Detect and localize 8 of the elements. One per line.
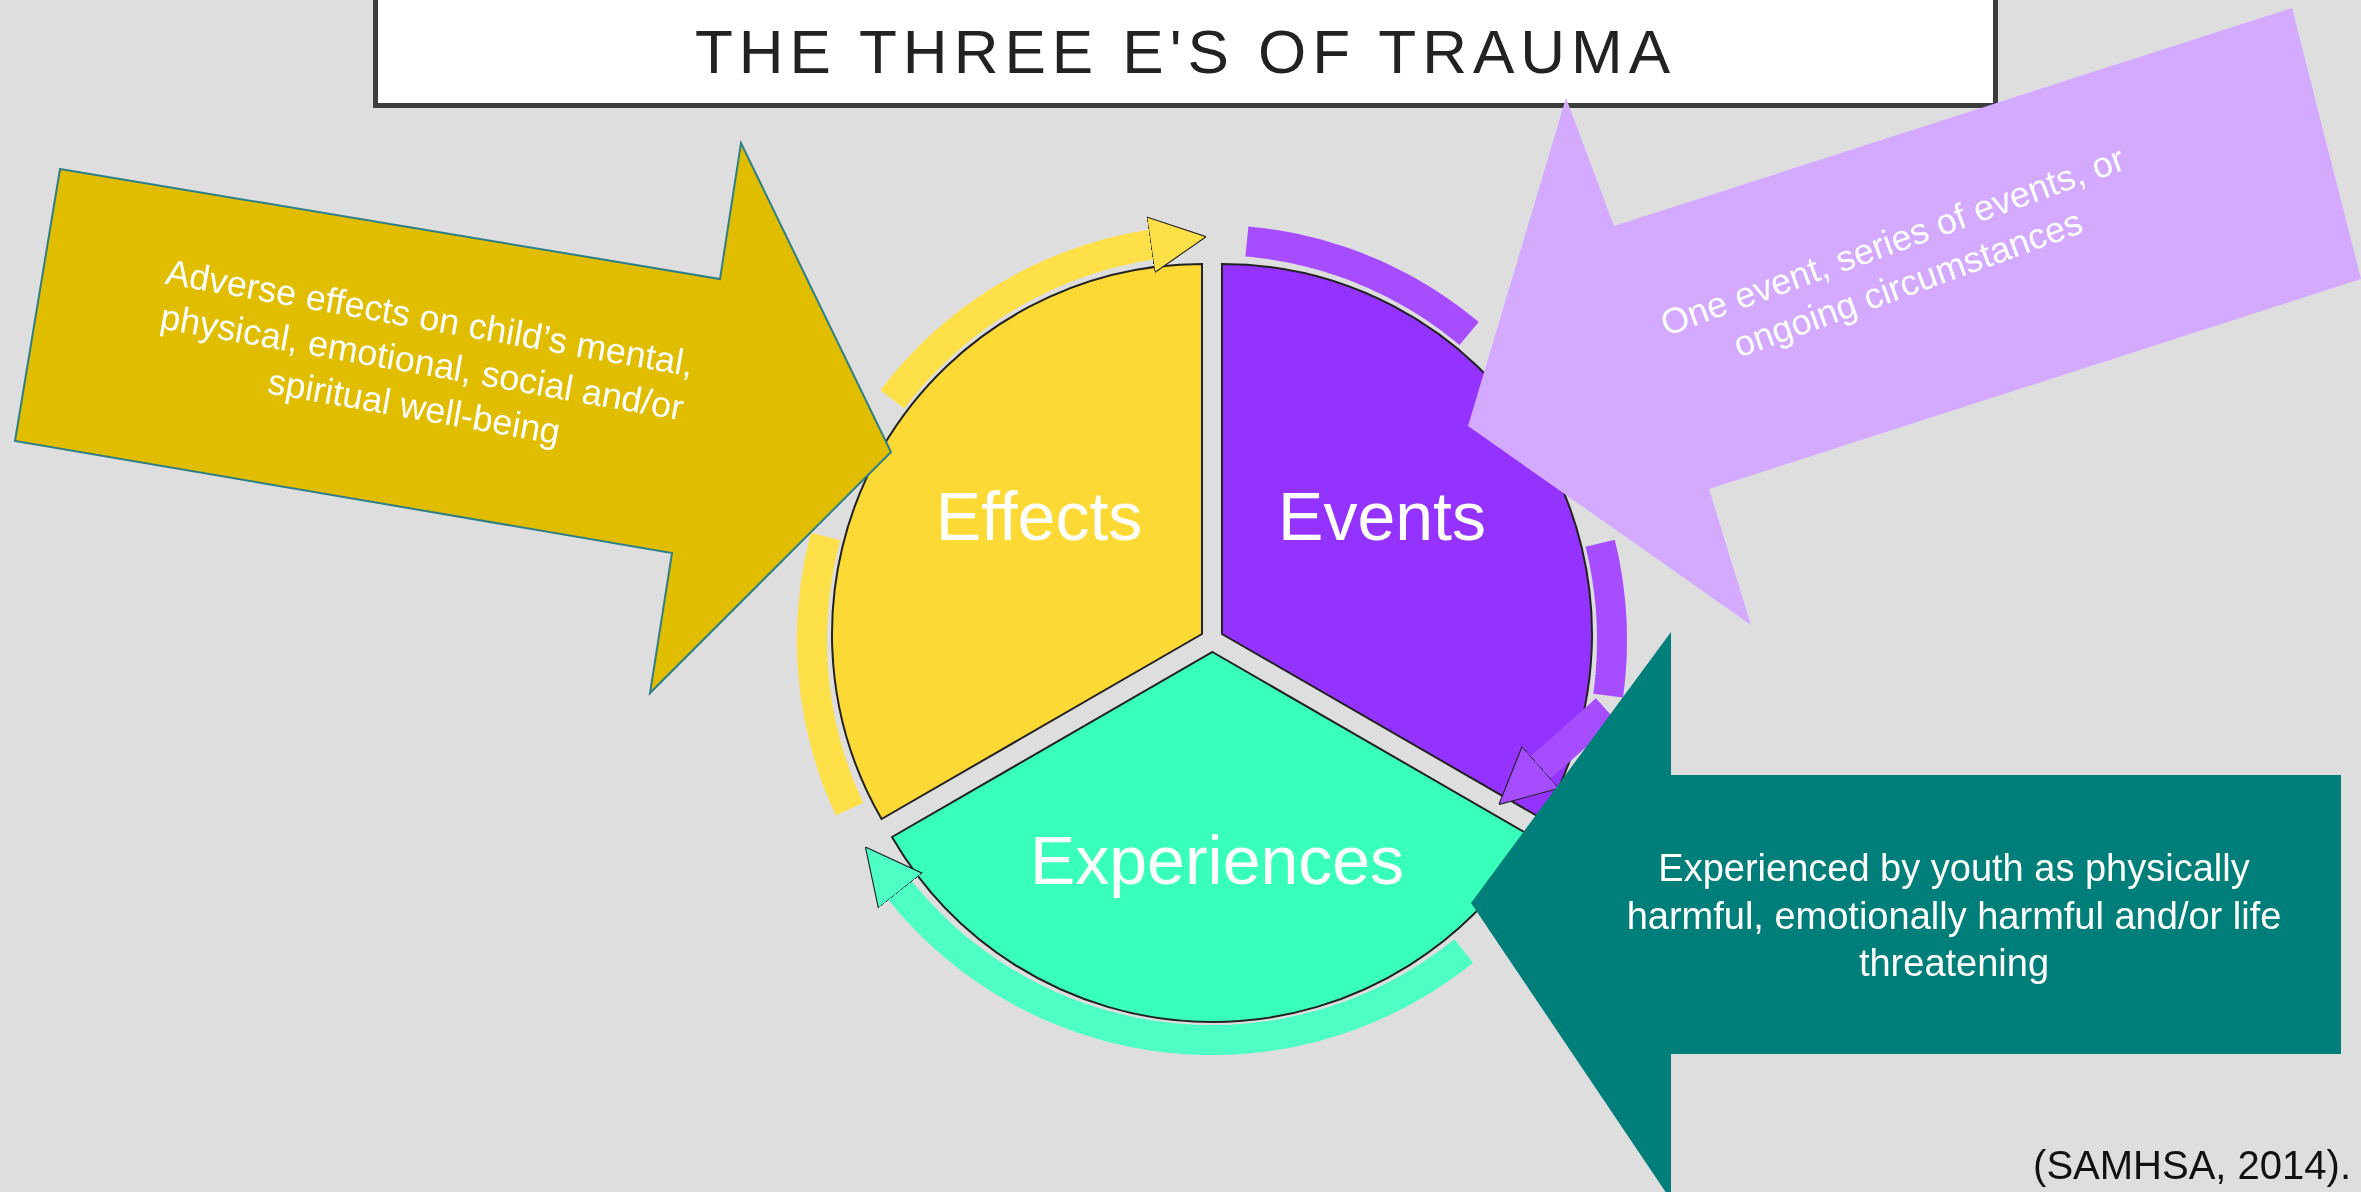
callout-text: Adverse effects on child’s mental, physical, emotional, social and/or spiritual well-being [156, 250, 698, 455]
callout-text: Experienced by youth as physically harmful, emotionally harmful and/or life threatening [1625, 845, 2283, 986]
segment-label: Events [1278, 477, 1486, 555]
cycle-arrow [864, 846, 1474, 1055]
segment-label: Effects [935, 477, 1143, 555]
title: THE THREE E'S OF TRAUMA [694, 15, 1677, 87]
citation: (SAMHSA, 2014). [2033, 1143, 2351, 1188]
segment-label: Experiences [1029, 821, 1405, 899]
